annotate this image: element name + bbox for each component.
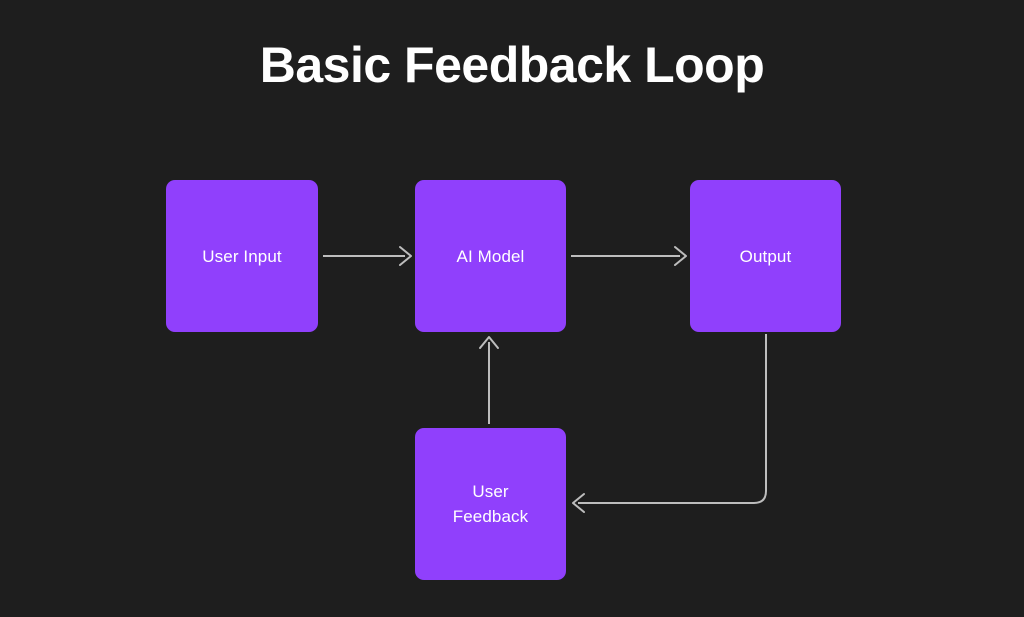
edge-ai-model-to-output: [571, 246, 687, 266]
node-label: User Input: [202, 246, 282, 266]
node-label: AI Model: [456, 246, 525, 266]
node-output[interactable]: Output: [690, 180, 841, 332]
arrowhead-icon: [399, 246, 412, 266]
node-ai-model[interactable]: AI Model: [415, 180, 566, 332]
node-label: User Feedback: [452, 482, 529, 526]
edge-line: [578, 334, 767, 504]
edge-user-feedback-to-ai-model: [479, 336, 499, 424]
arrowhead-icon: [479, 336, 499, 349]
page-title: Basic Feedback Loop: [259, 37, 765, 93]
node-user-feedback[interactable]: User Feedback: [415, 428, 566, 580]
edge-user-input-to-ai-model: [323, 246, 412, 266]
edge-output-to-user-feedback: [572, 334, 767, 513]
arrowhead-icon: [674, 246, 687, 266]
node-label: Output: [739, 246, 792, 266]
node-user-input[interactable]: User Input: [166, 180, 318, 332]
arrowhead-icon: [572, 493, 585, 513]
